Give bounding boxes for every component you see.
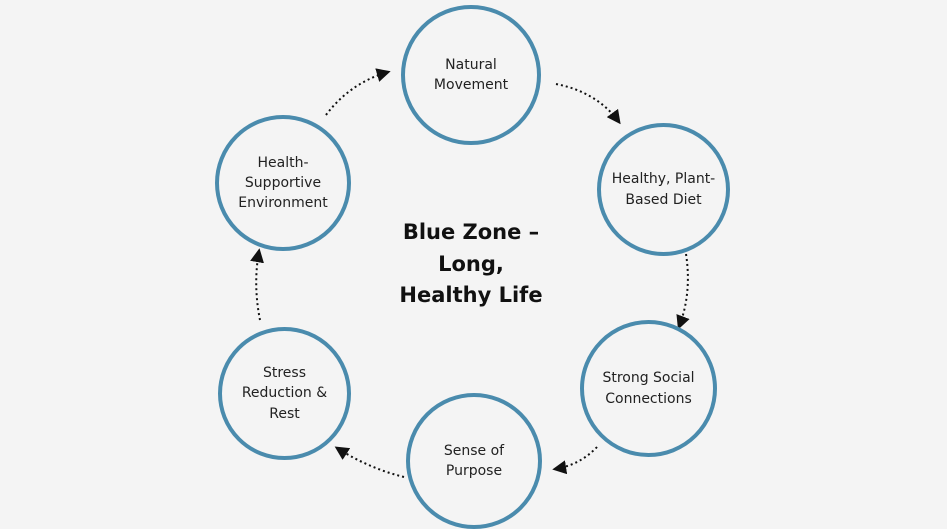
node-label-line: Based Diet bbox=[625, 191, 702, 208]
arrow-movement-to-diet bbox=[555, 83, 621, 125]
node-label-line: Purpose bbox=[445, 463, 503, 479]
arrow-stress-to-environment bbox=[250, 248, 264, 321]
center-title-line: Blue Zone – bbox=[402, 220, 540, 244]
center-title: Blue Zone – Long, Healthy Life bbox=[361, 217, 581, 312]
node-label-line: Supportive bbox=[244, 174, 322, 191]
node-natural-movement: Natural Movement bbox=[401, 5, 541, 145]
node-label-line: Environment bbox=[238, 195, 328, 212]
arrow-environment-to-movement bbox=[325, 68, 391, 116]
node-label-line: Connections bbox=[605, 390, 692, 407]
node-label-line: Health- bbox=[257, 154, 309, 171]
node-label-line: Sense of bbox=[443, 442, 505, 459]
node-stress-reduction: Stress Reduction & Rest bbox=[218, 327, 351, 460]
node-label-line: Stress bbox=[262, 365, 306, 382]
center-title-line: Healthy Life bbox=[399, 283, 543, 307]
arrow-social-to-purpose bbox=[552, 446, 598, 475]
node-label-line: Movement bbox=[433, 77, 509, 93]
node-social-connections: Strong Social Connections bbox=[580, 320, 717, 457]
node-plant-based-diet: Healthy, Plant- Based Diet bbox=[597, 123, 730, 256]
arrow-purpose-to-stress bbox=[334, 446, 405, 478]
node-label-line: Natural bbox=[445, 56, 497, 73]
center-title-line: Long, bbox=[438, 251, 504, 276]
node-label-line: Strong Social bbox=[602, 370, 695, 387]
node-label-line: Healthy, Plant- bbox=[611, 171, 716, 188]
node-label-line: Reduction & bbox=[241, 385, 328, 402]
node-supportive-environment: Health- Supportive Environment bbox=[215, 115, 351, 251]
arrow-diet-to-social bbox=[676, 253, 690, 330]
node-sense-of-purpose: Sense of Purpose bbox=[406, 393, 542, 529]
node-label-line: Rest bbox=[269, 405, 300, 422]
